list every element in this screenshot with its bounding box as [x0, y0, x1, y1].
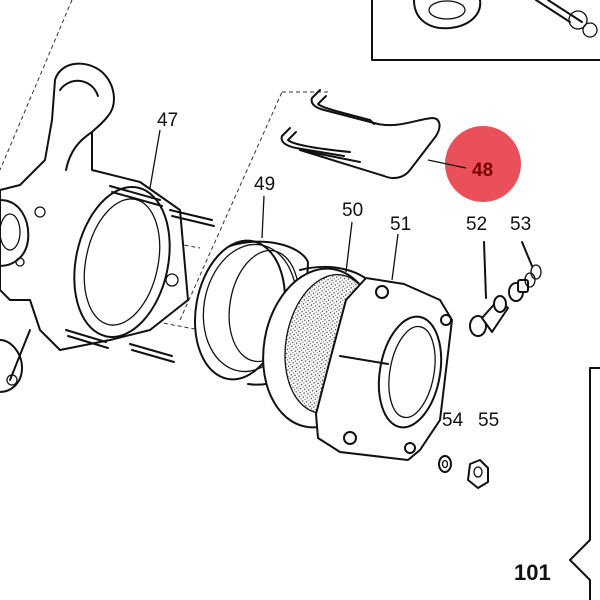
- part-52-screw: [469, 241, 509, 337]
- page-ref-bracket: [569, 367, 600, 600]
- label-53[interactable]: 53: [510, 214, 531, 235]
- label-55[interactable]: 55: [478, 410, 499, 431]
- part-51-cover: [315, 277, 453, 461]
- label-54[interactable]: 54: [442, 410, 464, 431]
- part-54-washer: [438, 455, 452, 473]
- label-49[interactable]: 49: [254, 174, 275, 195]
- label-51[interactable]: 51: [390, 214, 411, 235]
- page-ref-label[interactable]: 101: [514, 560, 551, 585]
- leader-lines: [149, 129, 467, 281]
- part-48-clips: [280, 89, 441, 179]
- label-48[interactable]: 48: [472, 160, 493, 181]
- label-50[interactable]: 50: [342, 200, 363, 221]
- label-47[interactable]: 47: [157, 110, 178, 131]
- part-47-housing: [0, 62, 215, 393]
- studs: [65, 185, 215, 363]
- part-55-nut: [467, 459, 489, 489]
- highlight-marker: [445, 126, 521, 202]
- label-52[interactable]: 52: [466, 214, 487, 235]
- part-53-fitting: [508, 241, 542, 302]
- inset-box: [371, 0, 600, 61]
